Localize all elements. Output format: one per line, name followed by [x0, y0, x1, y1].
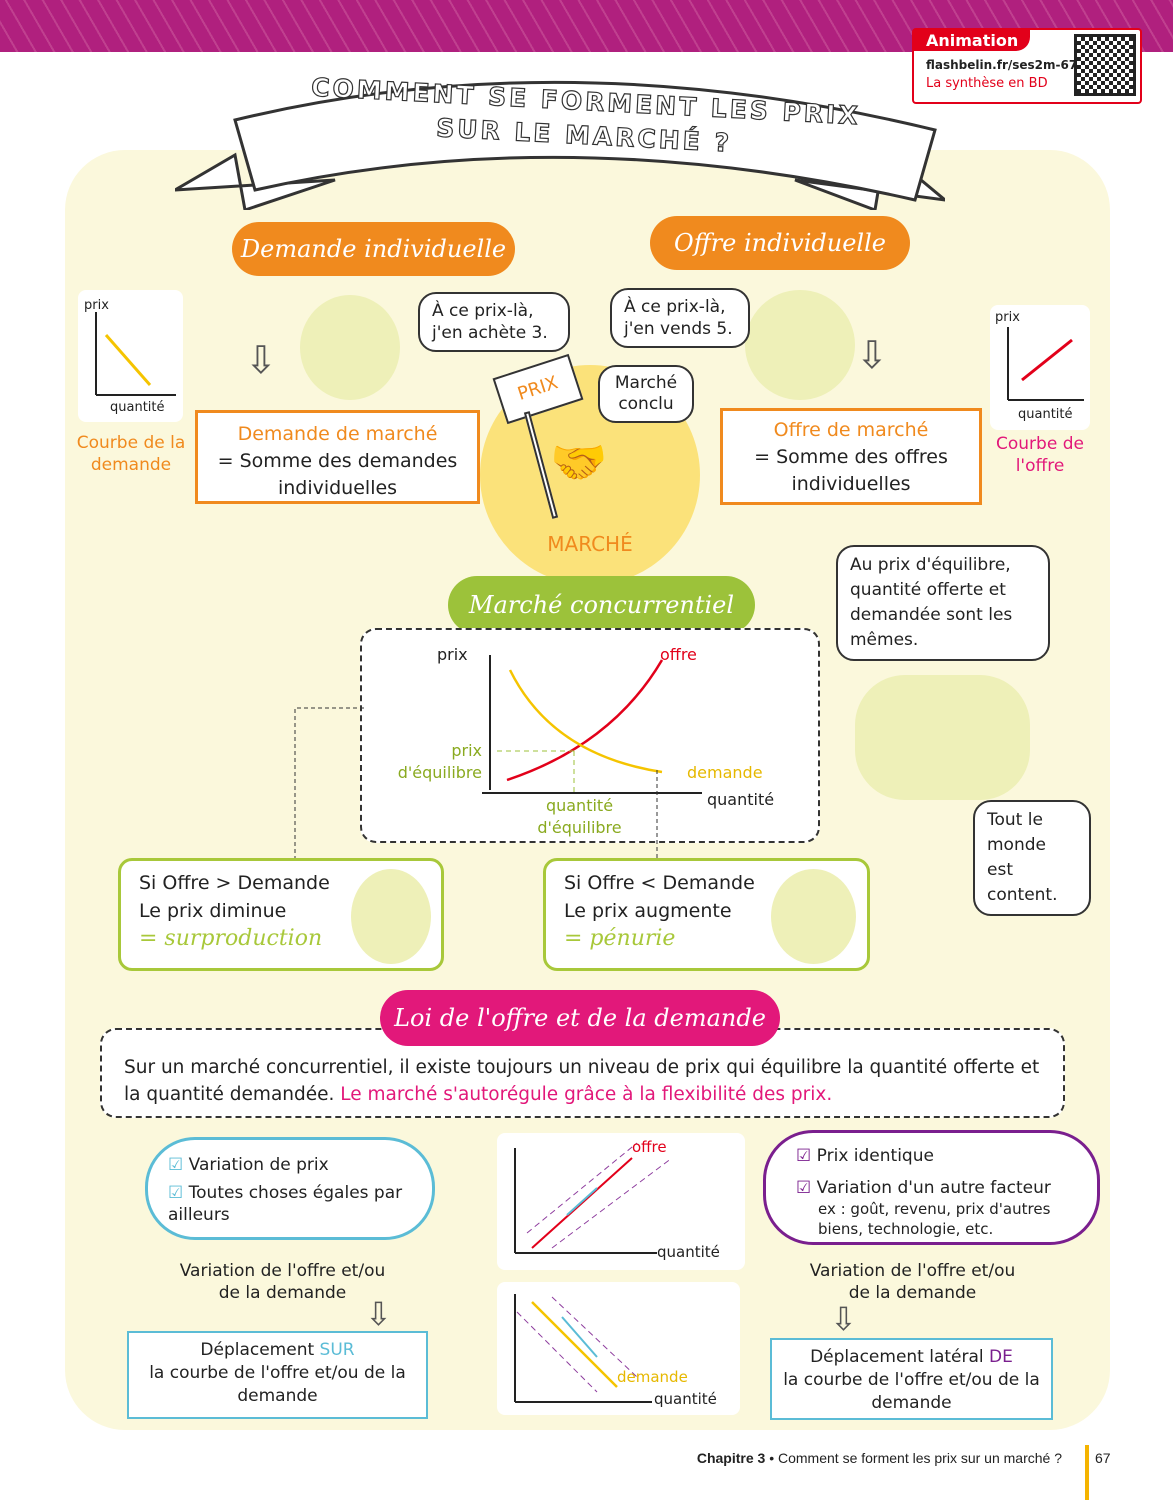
eq-price-label: prix d'équilibre [397, 741, 482, 782]
supply-shift-left [526, 1142, 638, 1234]
qr-code-icon [1074, 34, 1136, 96]
axis-label-quantity: quantité [654, 1390, 717, 1408]
supply-label: offre [632, 1138, 667, 1156]
demand-shift-chart: demande quantité [497, 1282, 740, 1415]
supply-shift-right [551, 1157, 673, 1249]
page-number: 67 [1095, 1450, 1111, 1466]
law-highlight: Le marché s'autorégule grâce à la flexib… [340, 1084, 833, 1105]
law-text: Sur un marché concurrentiel, il existe t… [124, 1057, 1040, 1105]
law-heading: Loi de l'offre et de la demande [380, 990, 780, 1046]
eq-qty-label: quantité d'équilibre [537, 796, 622, 837]
checklist-item: ☑ Variation de prix [168, 1155, 329, 1175]
supply-curve [1021, 338, 1073, 382]
seller-character-illustration [745, 290, 855, 400]
market-supply-title: Offre de marché [773, 419, 929, 441]
axis-label-quantity: quantité [657, 1243, 720, 1261]
case-result: = surproduction [139, 926, 323, 951]
demand-shift-left [516, 1311, 598, 1393]
demand-curve-caption: Courbe de la demande [76, 433, 186, 475]
demand-curve [531, 1301, 618, 1388]
surplus-case-box: Si Offre > Demande Le prix diminue = sur… [118, 858, 444, 971]
supply-heading: Offre individuelle [650, 216, 910, 270]
axis-label-price: prix [995, 310, 1020, 325]
checklist-item: ☑ Prix identique [796, 1146, 934, 1166]
price-variation-cloud: ☑ Variation de prix ☑ Toutes choses égal… [145, 1137, 435, 1240]
other-factor-cloud: ☑ Prix identique ☑ Variation d'un autre … [763, 1130, 1100, 1245]
supply-curve-chart: prix quantité [990, 305, 1090, 430]
shortage-case-box: Si Offre < Demande Le prix augmente = pé… [543, 858, 870, 971]
content-speech-bubble: Tout le monde est content. [973, 800, 1091, 916]
case-effect: Le prix augmente [564, 900, 732, 922]
supply-curve [506, 659, 664, 782]
demand-heading: Demande individuelle [232, 222, 515, 276]
checkbox-checked-icon: ☑ [168, 1183, 184, 1203]
demand-curve [104, 334, 152, 386]
checkbox-checked-icon: ☑ [796, 1146, 812, 1166]
right-result-text: Variation de l'offre et/ou de la demande [809, 1261, 1016, 1303]
factor-examples: ex : goût, revenu, prix d'autres biens, … [818, 1200, 1051, 1238]
case-effect: Le prix diminue [139, 900, 287, 922]
characters-illustration [855, 675, 1030, 800]
worried-buyer-illustration [771, 869, 856, 964]
equilibrium-chart-box: prix quantité offre demande prix d'équil… [360, 628, 820, 843]
axis-label-price: prix [437, 645, 468, 664]
market-demand-box: Demande de marché = Somme des demandes i… [195, 410, 480, 504]
handshake-icon: 🤝 [550, 435, 608, 489]
checklist-item: ☑ Variation d'un autre facteur [796, 1178, 1051, 1198]
movement-arrow [561, 1316, 598, 1358]
deal-speech-bubble: Marché conclu [598, 365, 694, 423]
market-demand-title: Demande de marché [237, 423, 438, 445]
equilibrium-chart [482, 655, 702, 794]
animation-link-box[interactable]: Animation flashbelin.fr/ses2m-67 La synt… [912, 28, 1142, 104]
animation-url[interactable]: flashbelin.fr/ses2m-67 [926, 58, 1078, 72]
arrow-down-icon: ⇩ [830, 1300, 857, 1338]
supply-curve [531, 1157, 633, 1249]
supply-curve-caption: Courbe de l'offre [996, 434, 1084, 476]
case-condition: Si Offre > Demande [139, 872, 330, 894]
left-result-text: Variation de l'offre et/ou de la demande [179, 1261, 386, 1303]
movement-arrow [566, 1187, 598, 1216]
supply-shift-chart: offre quantité [497, 1133, 745, 1270]
title-banner [175, 80, 945, 210]
arrow-down-icon: ⇩ [245, 338, 277, 382]
market-demand-text: = Somme des demandes individuelles [217, 450, 458, 499]
market-supply-box: Offre de marché = Somme des offres indiv… [720, 408, 982, 505]
checklist-item: ☑ Toutes choses égales par ailleurs [168, 1183, 403, 1225]
buyer-speech-bubble: À ce prix-là, j'en achète 3. [418, 292, 570, 352]
equilibrium-speech-bubble: Au prix d'équilibre, quantité offerte et… [836, 545, 1050, 661]
dashed-connector-arrows [294, 707, 658, 860]
seller-speech-bubble: À ce prix-là, j'en vends 5. [610, 288, 750, 348]
buyer-character-illustration [300, 295, 400, 400]
checkbox-checked-icon: ☑ [168, 1155, 184, 1175]
market-label: MARCHÉ [547, 532, 633, 556]
animation-label: Animation [914, 30, 1031, 51]
axis-label-quantity: quantité [1018, 407, 1073, 422]
arrow-down-icon: ⇩ [856, 333, 888, 377]
case-condition: Si Offre < Demande [564, 872, 755, 894]
arrow-down-icon: ⇩ [365, 1295, 392, 1333]
demand-label: demande [687, 763, 763, 782]
animation-subtitle: La synthèse en BD [926, 76, 1048, 91]
footer-divider [1085, 1445, 1089, 1500]
footer-chapter: Chapitre 3 • Comment se forment les prix… [696, 1450, 1062, 1466]
checkbox-checked-icon: ☑ [796, 1178, 812, 1198]
demand-label: demande [617, 1368, 688, 1386]
axis-label-price: prix [84, 298, 109, 313]
case-result: = pénurie [564, 926, 676, 951]
demand-curve-chart: prix quantité [78, 290, 183, 422]
market-supply-text: = Somme des offres individuelles [754, 446, 948, 495]
axis-label-quantity: quantité [707, 790, 775, 809]
competitive-market-heading: Marché concurrentiel [448, 576, 755, 634]
axis-label-quantity: quantité [110, 400, 165, 415]
demand-curve [508, 669, 663, 774]
sad-seller-illustration [351, 869, 431, 964]
supply-label: offre [660, 645, 697, 664]
